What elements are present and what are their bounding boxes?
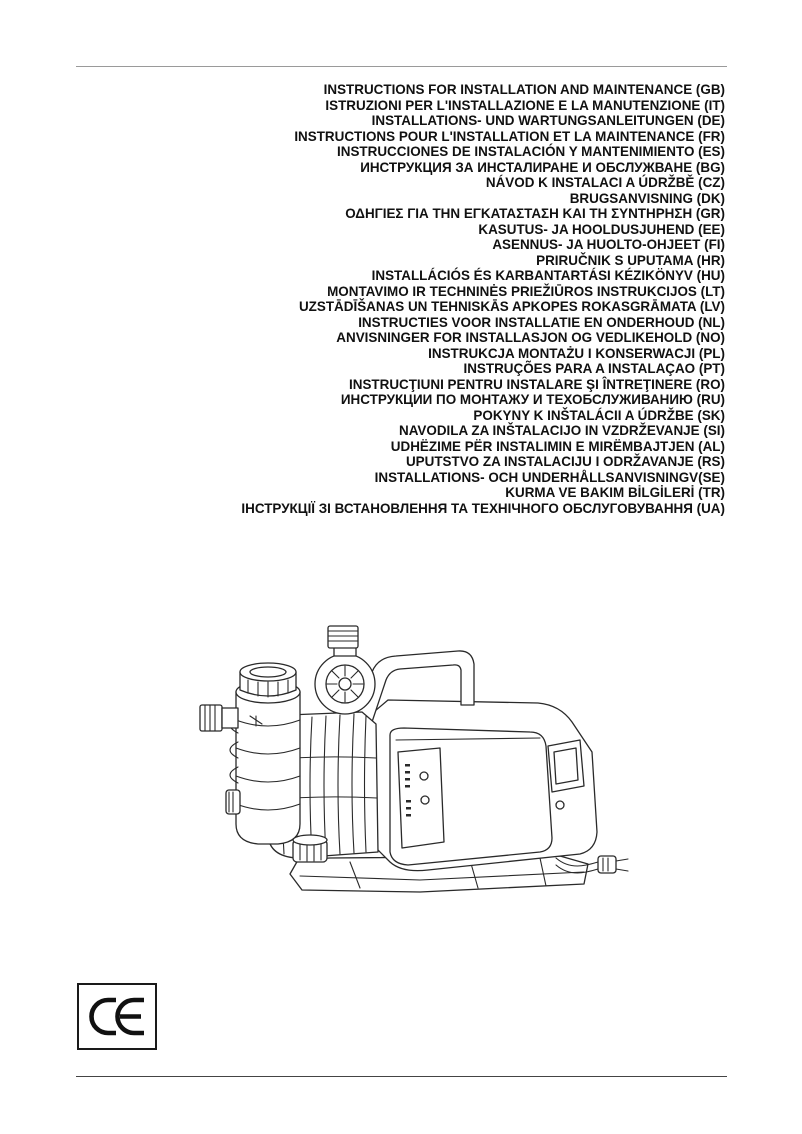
manual-title-pt: INSTRUÇÕES PARA A INSTALAÇAO (PT) xyxy=(463,361,725,377)
manual-title-ee: KASUTUS- JA HOOLDUSJUHEND (EE) xyxy=(478,221,725,237)
led-indicator xyxy=(405,764,410,767)
manual-title-fr: INSTRUCTIONS POUR L'INSTALLATION ET LA M… xyxy=(294,128,725,144)
led-indicator xyxy=(405,771,410,774)
manual-title-tr: KURMA VE BAKIM BİLGİLERİ (TR) xyxy=(505,485,725,501)
side-knob xyxy=(225,789,241,815)
manual-title-fi: ASENNUS- JA HUOLTO-OHJEET (FI) xyxy=(492,237,725,253)
led-indicator xyxy=(405,785,410,788)
led-indicator xyxy=(406,814,411,817)
led-indicator xyxy=(406,807,411,810)
manual-title-gr: ΟΔΗΓΙΕΣ ΓΙΑ ΤΗΝ ΕΓΚΑΤΑΣΤΑΣΗ ΚΑΙ ΤΗ ΣΥΝΤΗ… xyxy=(345,206,725,222)
manual-title-ru: ИНСТРУКЦИИ ПО МОНТАЖУ И ТЕХОБСЛУЖИВАНИЮ … xyxy=(340,392,725,408)
led-indicator xyxy=(405,778,410,781)
pump-illustration xyxy=(199,625,629,893)
manual-title-bg: ИНСТРУКЦИЯ ЗА ИНСТАЛИРАНЕ И ОБСЛУЖВАНЕ (… xyxy=(360,159,725,175)
manual-title-gb: INSTRUCTIONS FOR INSTALLATION AND MAINTE… xyxy=(323,82,725,97)
pump-handle xyxy=(355,650,475,723)
filter-cap xyxy=(239,662,297,698)
outlet-fitting xyxy=(314,625,376,715)
control-box xyxy=(361,699,598,872)
manual-title-dk: BRUGSANVISNING (DK) xyxy=(569,190,725,206)
manual-title-se: INSTALLATIONS- OCH UNDERHÅLLSANVISNINGV(… xyxy=(374,469,725,485)
manual-title-al: UDHËZIME PËR INSTALIMIN E MIRËMBAJTJEN (… xyxy=(390,438,725,454)
manual-title-list: INSTRUCTIONS FOR INSTALLATION AND MAINTE… xyxy=(241,82,725,516)
panel-button xyxy=(420,795,430,805)
manual-title-sk: POKYNY K INŠTALÁCII A ÚDRŽBE (SK) xyxy=(473,407,725,423)
manual-title-lt: MONTAVIMO IR TECHNINĖS PRIEŽIŪROS INSTRU… xyxy=(327,283,725,299)
manual-title-de: INSTALLATIONS- UND WARTUNGSANLEITUNGEN (… xyxy=(371,113,725,129)
pump-head xyxy=(229,680,301,845)
manual-title-nl: INSTRUCTIES VOOR INSTALLATIE EN ONDERHOU… xyxy=(358,314,725,330)
manual-title-pl: INSTRUKCJA MONTAŻU I KONSERWACJI (PL) xyxy=(428,345,725,361)
ce-mark-icon xyxy=(89,997,144,1036)
manual-title-it: ISTRUZIONI PER L'INSTALLAZIONE E LA MANU… xyxy=(325,97,725,113)
ce-mark xyxy=(77,983,157,1050)
inlet-fitting xyxy=(199,704,239,732)
manual-title-hr: PRIRUČNIK S UPUTAMA (HR) xyxy=(536,252,725,268)
manual-title-es: INSTRUCCIONES DE INSTALACIÓN Y MANTENIMI… xyxy=(337,144,725,160)
manual-title-no: ANVISNINGER FOR INSTALLASJON OG VEDLIKEH… xyxy=(336,330,725,346)
power-plug-icon xyxy=(597,855,629,874)
bottom-divider xyxy=(76,1076,727,1077)
control-panel xyxy=(397,747,445,849)
led-indicator xyxy=(406,800,411,803)
power-cable xyxy=(555,857,599,874)
manual-title-ua: ІНСТРУКЦІЇ ЗІ ВСТАНОВЛЕННЯ ТА ТЕХНІЧНОГО… xyxy=(241,500,725,516)
manual-title-lv: UZSTĀDĪŠANAS UN TEHNISKĀS APKOPES ROKASG… xyxy=(298,299,725,315)
panel-button xyxy=(419,771,429,781)
manual-title-hu: INSTALLÁCIÓS ÉS KARBANTARTÁSI KÉZIKÖNYV … xyxy=(371,268,725,284)
manual-title-rs: UPUTSTVO ZA INSTALACIJU I ODRŽAVANJE (RS… xyxy=(405,454,725,470)
manual-title-cz: NÁVOD K INSTALACI A ÚDRŽBĚ (CZ) xyxy=(485,175,725,191)
base-frame xyxy=(289,855,589,893)
drain-plug xyxy=(292,834,328,863)
top-divider xyxy=(76,66,727,67)
manual-title-ro: INSTRUCŢIUNI PENTRU INSTALARE ŞI ÎNTREŢI… xyxy=(349,376,725,392)
manual-title-si: NAVODILA ZA INŠTALACIJO IN VZDRŽEVANJE (… xyxy=(399,423,725,439)
